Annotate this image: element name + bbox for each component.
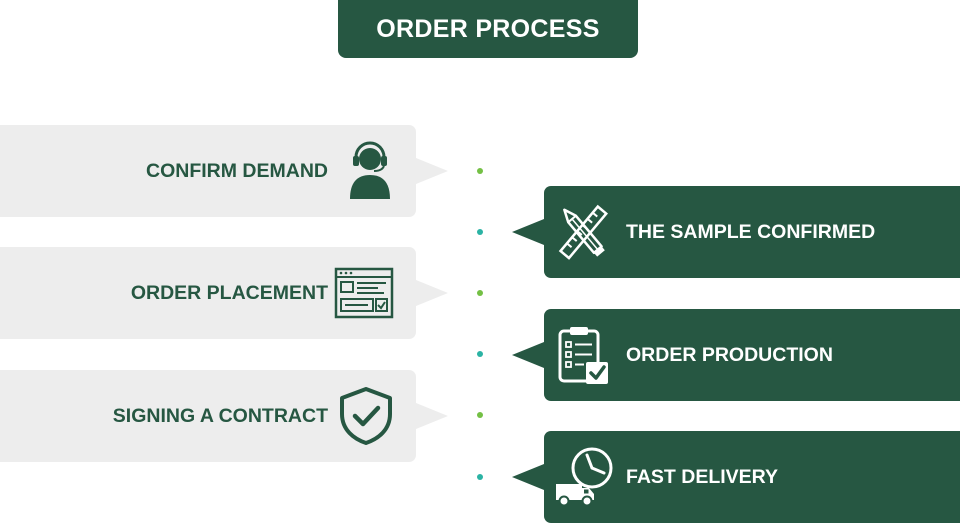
step-signing-a-contract: SIGNING A CONTRACT xyxy=(0,370,416,462)
step-label: ORDER PRODUCTION xyxy=(626,343,833,366)
timeline-dot xyxy=(477,474,483,480)
step-order-production: ORDER PRODUCTION xyxy=(544,309,960,401)
step-fast-delivery: FAST DELIVERY xyxy=(544,431,960,523)
timeline-dot xyxy=(477,351,483,357)
step-the-sample-confirmed: THE SAMPLE CONFIRMED xyxy=(544,186,960,278)
step-confirm-demand: CONFIRM DEMAND xyxy=(0,125,416,217)
timeline-dot xyxy=(477,168,483,174)
step-order-placement: ORDER PLACEMENT xyxy=(0,247,416,339)
page-title: ORDER PROCESS xyxy=(338,0,638,58)
step-label: CONFIRM DEMAND xyxy=(146,159,328,182)
step-label: ORDER PLACEMENT xyxy=(130,281,328,304)
timeline-dot xyxy=(477,290,483,296)
pencil-ruler-icon xyxy=(558,204,608,260)
web-form-icon xyxy=(334,267,394,319)
delivery-truck-clock-icon xyxy=(556,447,613,507)
shield-check-icon xyxy=(340,387,392,445)
customer-service-icon xyxy=(350,141,390,199)
timeline-dot xyxy=(477,412,483,418)
step-label: SIGNING A CONTRACT xyxy=(112,404,328,427)
clipboard-checklist-icon xyxy=(558,327,608,384)
step-label: FAST DELIVERY xyxy=(626,465,779,488)
timeline-dot xyxy=(477,229,483,235)
step-label: THE SAMPLE CONFIRMED xyxy=(626,220,876,243)
